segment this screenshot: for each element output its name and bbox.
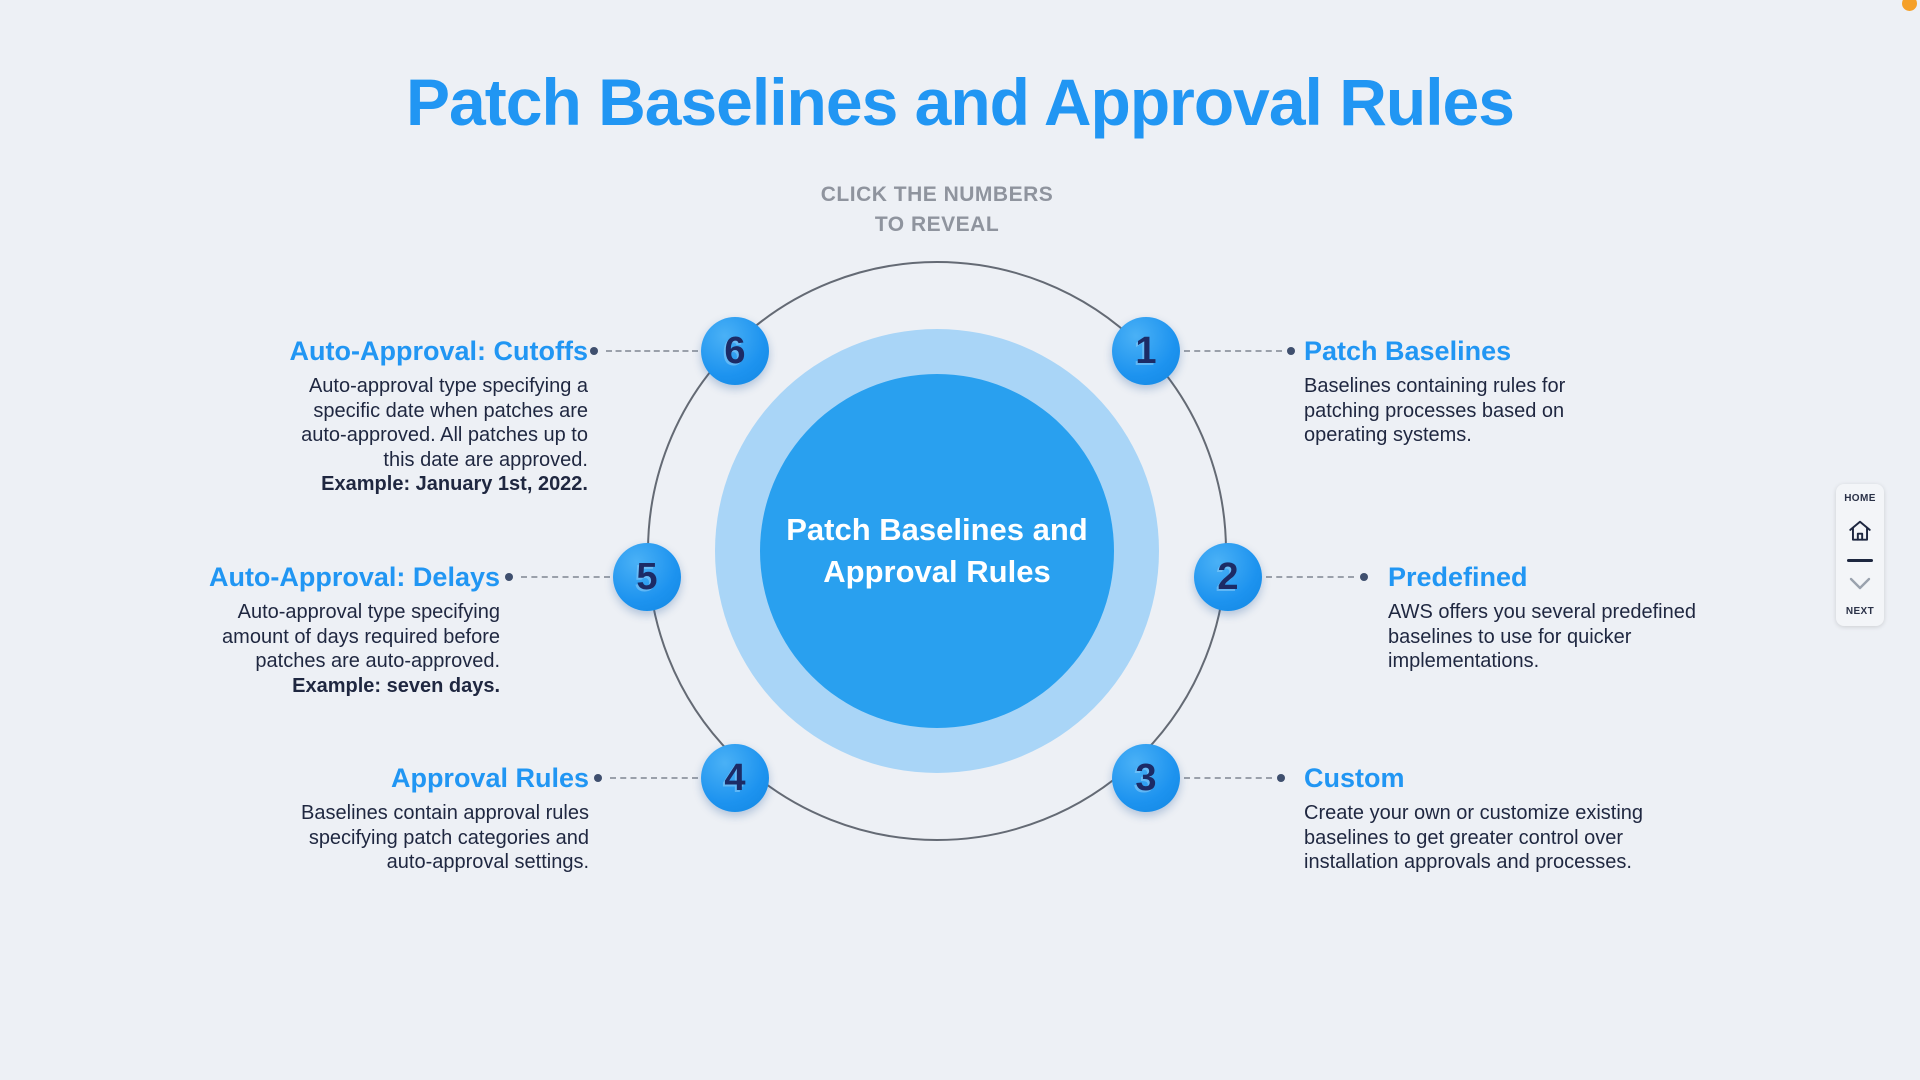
item-title-predefined: Predefined [1388, 562, 1528, 592]
item-example-auto-approval-cutoffs: Example: January 1st, 2022. [321, 473, 588, 495]
number-button-2[interactable]: 2 [1194, 543, 1262, 611]
connector-dot-2 [1360, 573, 1368, 581]
item-title-auto-approval-delays: Auto-Approval: Delays [208, 562, 500, 592]
connector-dot-6 [590, 347, 598, 355]
item-block-patch-baselines: Patch Baselines Baselines containing rul… [1304, 333, 1704, 448]
item-title-auto-approval-cutoffs: Auto-Approval: Cutoffs [289, 336, 588, 366]
item-block-predefined: Predefined AWS offers you several predef… [1388, 559, 1788, 674]
item-body-predefined: AWS offers you several predefined baseli… [1388, 601, 1696, 672]
page-title: Patch Baselines and Approval Rules [406, 65, 1515, 139]
center-circle: Patch Baselines and Approval Rules [760, 374, 1114, 728]
connector-line-2 [1266, 576, 1354, 578]
item-body-auto-approval-cutoffs: Auto-approval type specifying a specific… [301, 375, 588, 471]
item-example-auto-approval-delays: Example: seven days. [292, 674, 500, 697]
connector-line-1 [1184, 350, 1282, 352]
connector-line-5 [521, 576, 610, 578]
item-body-auto-approval-delays: Auto-approval type specifying amount of … [222, 601, 500, 672]
connector-line-3 [1184, 777, 1272, 779]
number-button-3[interactable]: 3 [1112, 744, 1180, 812]
connector-dot-3 [1277, 774, 1285, 782]
item-body-custom: Create your own or customize existing ba… [1304, 802, 1644, 873]
connector-dot-5 [505, 573, 513, 581]
subtitle-instruction: CLICK THE NUMBERS TO REVEAL [820, 183, 1054, 236]
number-button-4[interactable]: 4 [701, 744, 769, 812]
item-block-auto-approval-delays: Auto-Approval: Delays Auto-approval type… [80, 559, 500, 698]
home-icon [1849, 521, 1871, 541]
connector-dot-1 [1287, 347, 1295, 355]
nav-divider [1847, 558, 1873, 562]
item-title-approval-rules: Approval Rules [390, 763, 589, 793]
item-block-approval-rules: Approval Rules Baselines contain approva… [169, 760, 589, 875]
home-label: HOME [1844, 493, 1876, 504]
nav-widget: HOME NEXT [1836, 484, 1884, 626]
item-title-custom: Custom [1304, 763, 1405, 793]
number-button-6[interactable]: 6 [701, 317, 769, 385]
connector-line-4 [610, 777, 698, 779]
recording-dot [1902, 0, 1917, 11]
next-button[interactable] [1848, 576, 1872, 592]
center-circle-label: Patch Baselines and Approval Rules [786, 512, 1088, 589]
item-block-custom: Custom Create your own or customize exis… [1304, 760, 1704, 875]
connector-dot-4 [594, 774, 602, 782]
next-label: NEXT [1845, 606, 1875, 617]
item-title-patch-baselines: Patch Baselines [1304, 336, 1512, 366]
item-body-approval-rules: Baselines contain approval rules specify… [301, 802, 589, 873]
item-block-auto-approval-cutoffs: Auto-Approval: Cutoffs Auto-approval typ… [168, 333, 588, 497]
chevron-down-icon [1849, 577, 1871, 589]
number-button-1[interactable]: 1 [1112, 317, 1180, 385]
home-button[interactable] [1847, 518, 1873, 544]
connector-line-6 [606, 350, 698, 352]
number-button-5[interactable]: 5 [613, 543, 681, 611]
item-body-patch-baselines: Baselines containing rules for patching … [1304, 375, 1566, 446]
